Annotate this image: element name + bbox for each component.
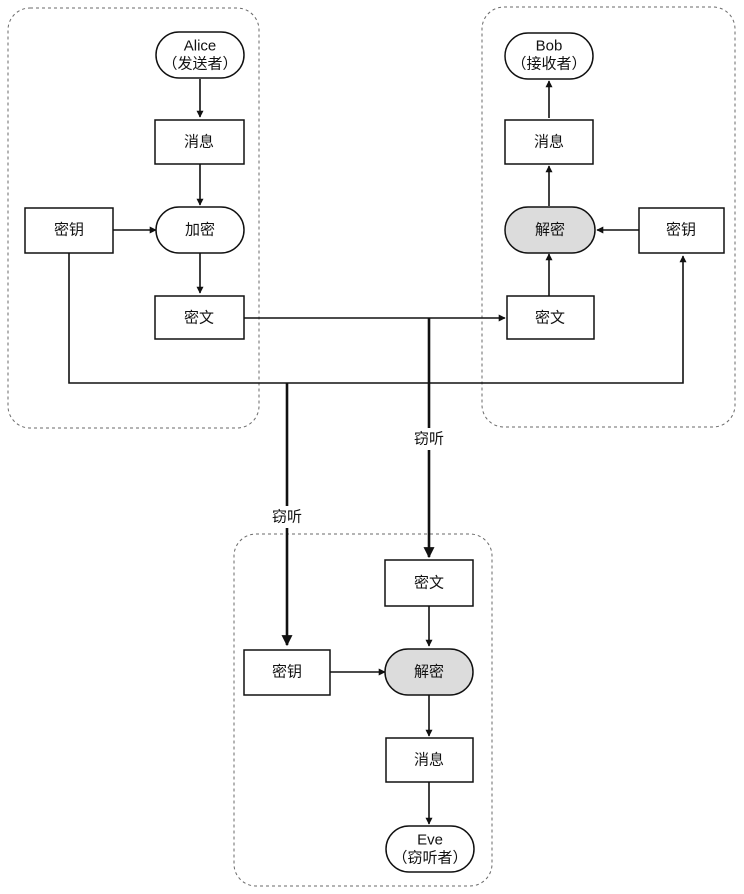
- bob-ciphertext-box: 密文: [506, 295, 595, 340]
- eve-key-box: 密钥: [243, 649, 331, 696]
- svg-text:密文: 密文: [414, 575, 444, 592]
- arrow-key-to-bob: [68, 253, 687, 384]
- svg-text:密文: 密文: [184, 310, 214, 327]
- eavesdrop-cipher-label: 窃听: [414, 431, 444, 448]
- bob-name: Bob: [536, 38, 563, 55]
- bob-decrypt-node: 解密: [504, 206, 596, 254]
- bob-role: （接收者）: [511, 56, 586, 73]
- svg-text:解密: 解密: [535, 222, 565, 239]
- alice-group: [7, 7, 260, 429]
- svg-text:消息: 消息: [534, 134, 564, 151]
- svg-text:加密: 加密: [185, 222, 215, 239]
- bob-message-box: 消息: [504, 119, 594, 165]
- svg-text:密钥: 密钥: [54, 222, 84, 239]
- bob-key-box: 密钥: [638, 207, 725, 254]
- svg-text:密钥: 密钥: [666, 222, 696, 239]
- eve-message-box: 消息: [385, 737, 474, 783]
- alice-message-box: 消息: [154, 119, 245, 165]
- alice-node: Alice （发送者）: [155, 31, 245, 79]
- svg-text:消息: 消息: [184, 134, 214, 151]
- svg-text:解密: 解密: [414, 664, 444, 681]
- eve-decrypt-node: 解密: [384, 648, 474, 696]
- svg-text:密文: 密文: [535, 310, 565, 327]
- bob-group: [481, 6, 736, 428]
- eve-name: Eve: [417, 832, 443, 849]
- alice-name: Alice: [184, 38, 217, 55]
- eavesdrop-key-label: 窃听: [272, 509, 302, 526]
- alice-encrypt-node: 加密: [155, 206, 245, 254]
- eve-group: [233, 533, 493, 887]
- svg-text:消息: 消息: [414, 752, 444, 769]
- eve-ciphertext-box: 密文: [384, 559, 474, 607]
- svg-text:密钥: 密钥: [272, 664, 302, 681]
- alice-role: （发送者）: [162, 56, 237, 73]
- alice-ciphertext-box: 密文: [154, 295, 245, 340]
- eve-role: （窃听者）: [392, 850, 467, 867]
- eve-node: Eve （窃听者）: [385, 825, 475, 873]
- bob-node: Bob （接收者）: [504, 32, 594, 80]
- alice-key-box: 密钥: [24, 207, 114, 254]
